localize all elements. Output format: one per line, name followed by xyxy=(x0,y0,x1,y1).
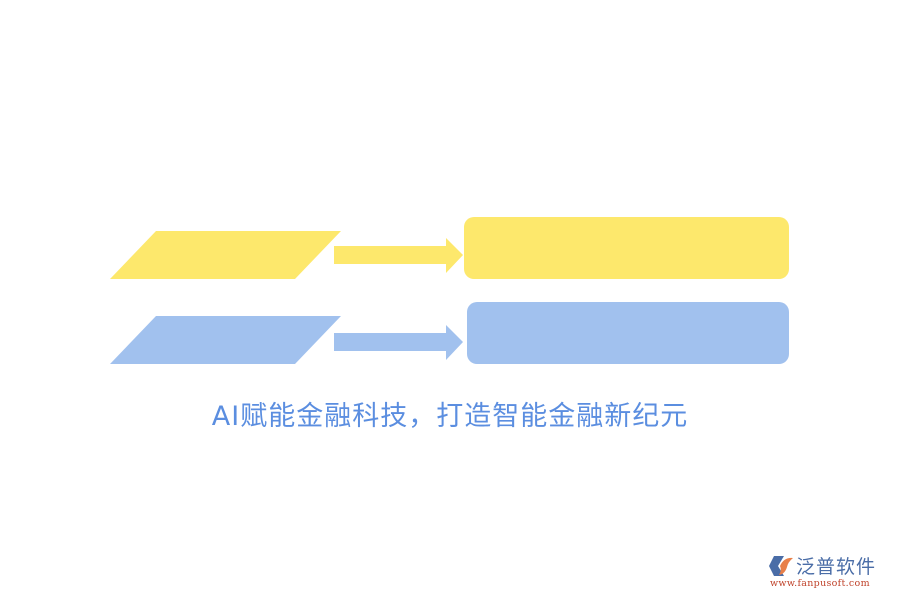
fanpu-watermark[interactable]: 泛普软件 www.fanpusoft.com xyxy=(768,552,893,592)
yellow-rounded-box xyxy=(464,217,789,279)
brand-url[interactable]: www.fanpusoft.com xyxy=(770,578,870,589)
blue-rounded-box xyxy=(467,302,789,364)
yellow-parallelogram xyxy=(110,231,341,279)
yellow-arrow xyxy=(334,238,463,273)
blue-parallelogram xyxy=(110,316,341,364)
fanpu-logo-icon xyxy=(769,556,793,576)
diagram-caption: AI赋能金融科技，打造智能金融新纪元 xyxy=(211,401,689,432)
brand-name: 泛普软件 xyxy=(796,556,877,578)
blue-arrow xyxy=(334,325,463,360)
